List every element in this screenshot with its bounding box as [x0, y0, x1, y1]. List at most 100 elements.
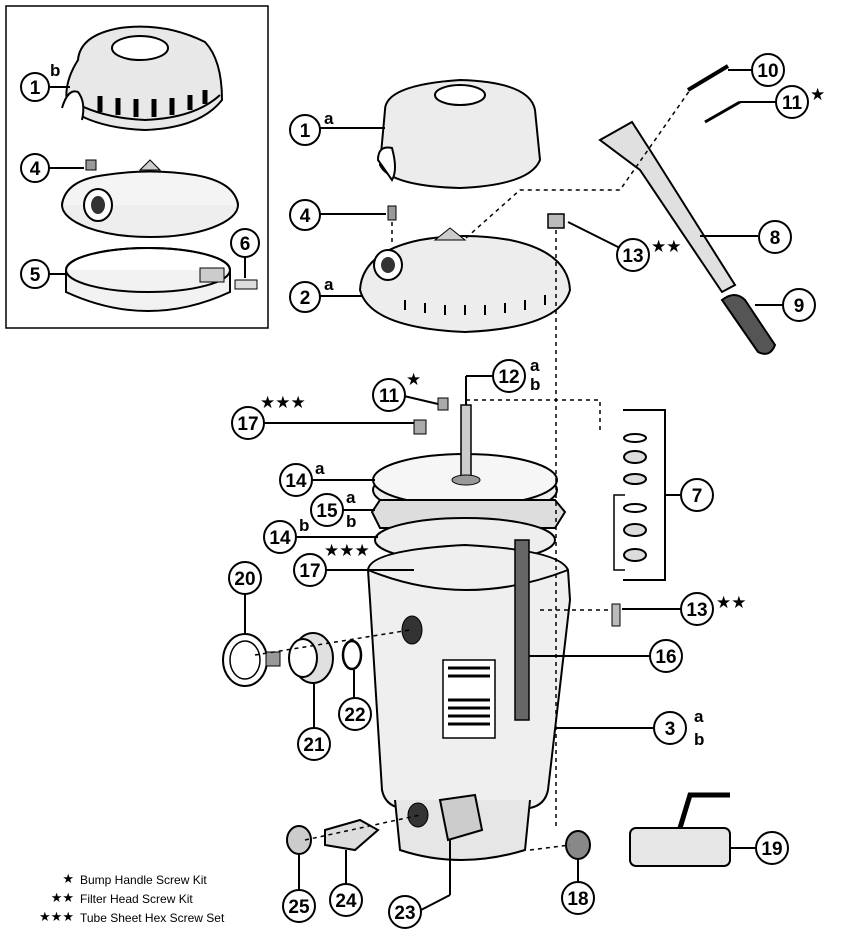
callout-stars: ★★★ [324, 541, 370, 561]
callout-number: 11 [782, 93, 803, 114]
legend-stars: ★★★ [39, 910, 74, 925]
adapter-fitting [324, 818, 380, 852]
assembly-guide-lines [254, 89, 691, 851]
callout-number: 3 [665, 719, 676, 740]
callout-number: 13 [686, 600, 707, 621]
inset-panel: 1 b 4 5 6 [5, 5, 269, 329]
callout-stars: ★ [810, 85, 825, 105]
callout-17-top: 17 ★★★ [231, 393, 414, 440]
inset-callout-4: 4 [20, 153, 84, 183]
pressure-gauge [222, 633, 281, 687]
drain-plug [565, 830, 591, 860]
filter-lid [376, 78, 542, 190]
callout-number: 12 [498, 367, 519, 388]
legend-label: Tube Sheet Hex Screw Set [80, 910, 225, 925]
callout-number: 7 [692, 486, 703, 507]
callout-2a: 2 a [289, 275, 362, 313]
callout-number: 15 [316, 501, 338, 522]
callout-1a: 1 a [289, 109, 385, 146]
union-nut [288, 632, 334, 684]
callout-9: 9 [755, 288, 816, 322]
legend-stars: ★ [62, 872, 74, 887]
callout-letter: b [299, 516, 309, 535]
callout-stars: ★ [406, 370, 421, 390]
callout-16: 16 [529, 639, 683, 673]
callout-number: 14 [269, 528, 291, 549]
tank-screw [611, 603, 621, 627]
callout-17-bottom: 17 ★★★ [293, 541, 414, 587]
callout-7: 7 [665, 478, 714, 512]
inset-callout-5: 5 [20, 259, 68, 289]
callout-number: 9 [794, 296, 805, 317]
callout-letter: b [50, 61, 60, 80]
callout-14a: 14 a [279, 459, 375, 497]
callout-23: 23 [388, 840, 451, 929]
callout-12: 12 a b [465, 356, 540, 405]
callout-stars: ★★★ [260, 393, 306, 413]
legend-item: ★ Bump Handle Screw Kit [28, 870, 278, 889]
legend-item: ★★ Filter Head Screw Kit [28, 889, 278, 908]
callout-letter: b [346, 512, 356, 531]
callout-number: 24 [335, 891, 357, 912]
callout-13-top: 13 ★★ [567, 221, 681, 272]
callout-11-mid: 11 ★ [372, 370, 439, 412]
callout-number: 17 [299, 561, 320, 582]
callout-21: 21 [297, 684, 331, 761]
callout-24: 24 [329, 850, 363, 917]
callout-number: 5 [30, 265, 41, 286]
callout-letter: a [530, 356, 540, 375]
inset-callout-1b: 1 b [20, 61, 70, 102]
o-ring [341, 639, 363, 671]
handle-pin [686, 64, 730, 92]
callout-number: 20 [234, 569, 255, 590]
callout-3: 3 a b [555, 707, 704, 749]
callout-number: 13 [622, 246, 643, 267]
callout-number: 22 [344, 705, 365, 726]
callout-number: 16 [655, 647, 676, 668]
callout-number: 8 [770, 228, 781, 249]
callout-number: 23 [394, 903, 415, 924]
callout-number: 1 [30, 78, 41, 99]
callout-number: 6 [240, 234, 251, 255]
callout-4: 4 [289, 199, 386, 231]
legend-label: Bump Handle Screw Kit [80, 872, 207, 887]
inset-head-part [61, 159, 239, 238]
ball-valve [629, 792, 731, 867]
callout-19: 19 [730, 831, 789, 865]
callout-number: 4 [300, 206, 311, 227]
filter-element [514, 539, 530, 721]
callout-number: 14 [285, 471, 307, 492]
seal-kit [613, 409, 666, 581]
hex-nut-11 [437, 397, 449, 411]
head-screw [387, 205, 397, 221]
legend: ★ Bump Handle Screw Kit ★★ Filter Head S… [28, 870, 278, 927]
callout-number: 10 [757, 61, 778, 82]
callout-stars: ★★ [651, 237, 681, 257]
callout-13-bottom: 13 ★★ [622, 592, 746, 626]
legend-stars: ★★ [50, 891, 74, 906]
callout-10: 10 [728, 53, 785, 87]
callout-14b: 14 b [263, 516, 378, 554]
callout-number: 4 [30, 159, 41, 180]
handle-screw [704, 100, 741, 124]
callout-11-top: 11 ★ [740, 85, 825, 119]
callout-letter: a [694, 707, 704, 726]
filter-head [358, 227, 572, 334]
callout-letter: b [694, 730, 704, 749]
inset-clamp-band [65, 247, 258, 312]
callout-letter: a [324, 109, 334, 128]
callout-25: 25 [282, 854, 316, 923]
callout-letter: b [530, 375, 540, 394]
callout-number: 11 [379, 386, 400, 407]
callout-number: 21 [303, 735, 325, 756]
callout-number: 17 [237, 414, 258, 435]
inset-callout-6: 6 [230, 228, 260, 278]
drain-valve [438, 793, 484, 842]
callout-letter: a [346, 488, 356, 507]
callout-number: 18 [567, 889, 588, 910]
hex-screw-top [413, 419, 427, 435]
bump-handle [598, 120, 737, 294]
head-nut [547, 213, 565, 229]
callout-22: 22 [338, 670, 372, 731]
